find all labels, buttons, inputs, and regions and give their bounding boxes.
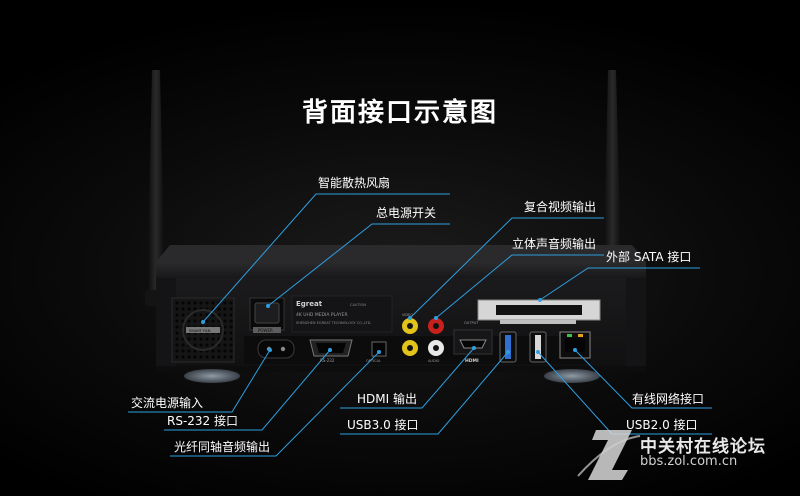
fan-badge: SMART FAN	[189, 328, 211, 333]
device-maker: SHENZHEN EGREAT TECHNOLOGY CO.,LTD.	[296, 321, 371, 325]
callout-line-usb3	[340, 351, 509, 435]
diagram-title: 背面接口示意图	[301, 98, 498, 128]
callout-usb2: USB2.0 接口	[626, 418, 698, 432]
fan-grill	[171, 297, 235, 363]
audio-label: AUDIO	[428, 359, 440, 363]
foot-left	[184, 369, 240, 383]
ac-inlet	[257, 339, 295, 359]
foot-right	[544, 369, 600, 383]
callout-hdmi: HDMI 输出	[357, 392, 417, 406]
callout-line-lan	[574, 349, 712, 409]
video-label: VIDEO	[402, 313, 413, 317]
optical-label: OPTICAL	[366, 359, 381, 363]
callout-line-optical	[170, 351, 380, 457]
callout-composite-video: 复合视频输出	[524, 200, 597, 214]
callout-line-composite	[409, 217, 604, 319]
callout-line-rs232	[164, 349, 331, 431]
optical-port	[371, 341, 387, 357]
callout-optical: 光纤同轴音频输出	[174, 440, 271, 454]
hdmi-port	[453, 329, 493, 355]
label-plate	[291, 295, 393, 333]
callout-dots	[201, 298, 577, 354]
rs232-port	[309, 339, 353, 357]
callout-sata: 外部 SATA 接口	[606, 250, 692, 264]
rs232-label: RS-232	[320, 358, 335, 363]
callout-stereo-audio: 立体声音频输出	[512, 237, 597, 251]
callout-line-fan	[202, 193, 450, 323]
callout-line-stereo	[435, 254, 604, 319]
device-caution: CAUTION	[350, 303, 366, 307]
callout-lines	[128, 193, 712, 457]
watermark-url: bbs.zol.com.cn	[640, 454, 738, 469]
hdmi-label: HDMI	[465, 358, 479, 364]
zol-logo-icon	[577, 430, 641, 480]
rca-video-bottom	[402, 340, 418, 356]
lan-port	[559, 331, 591, 359]
power-switch	[249, 297, 285, 333]
sata-port	[477, 299, 601, 324]
device-brand: Egreat	[296, 300, 323, 308]
callout-ac-input: 交流电源输入	[131, 396, 204, 410]
device-model: 4K UHD MEDIA PLAYER	[296, 312, 348, 318]
callout-line-ac	[128, 349, 271, 413]
callout-line-hdmi	[340, 347, 475, 409]
rca-video-top	[402, 318, 418, 334]
rca-audio-top	[428, 318, 444, 334]
power-label: POWER	[258, 328, 273, 333]
callout-lan: 有线网络接口	[632, 392, 705, 406]
callout-line-sata	[539, 267, 700, 301]
usb3-port	[499, 331, 517, 363]
callout-usb3: USB3.0 接口	[347, 418, 419, 432]
hdmi-output-label: OUTPUT	[464, 321, 479, 325]
rca-audio-bottom	[428, 340, 444, 356]
watermark-site: 中关村在线论坛	[640, 437, 766, 457]
callout-power-switch: 总电源开关	[376, 206, 437, 220]
callout-line-power-switch	[267, 223, 450, 307]
callout-fan: 智能散热风扇	[318, 176, 391, 190]
callout-rs232: RS-232 接口	[167, 414, 239, 428]
usb2-port	[529, 331, 547, 363]
